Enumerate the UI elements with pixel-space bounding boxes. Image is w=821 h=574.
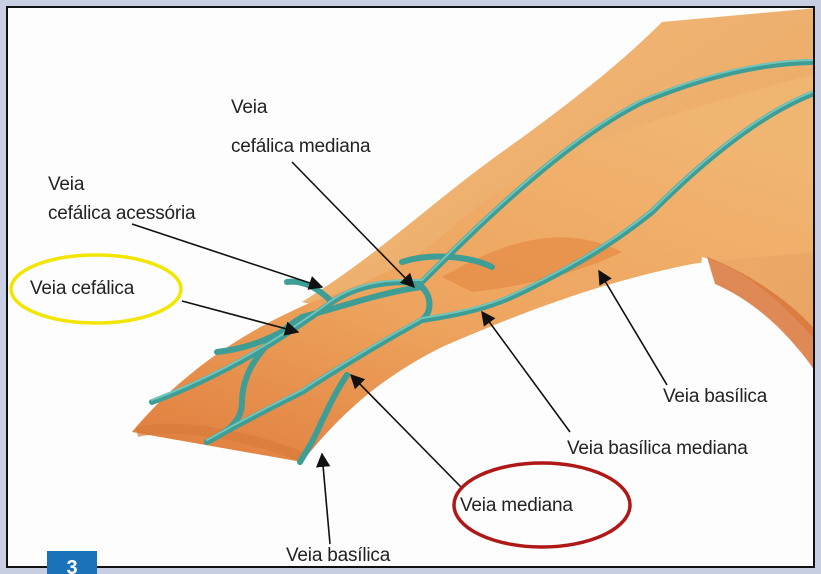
label-veia-cefalica-acessoria-2: cefálica acessória — [48, 203, 195, 225]
label-veia-basilica-right: Veia basílica — [663, 386, 767, 408]
label-veia-basilica-bottom: Veia basílica — [286, 545, 390, 567]
label-veia-cefalica-acessoria-1: Veia — [48, 174, 84, 196]
arrow-veia-basilica-mediana — [482, 312, 570, 432]
figure-number-badge: 3 — [47, 551, 97, 574]
arrow-veia-basilica-bottom — [322, 454, 330, 544]
arrow-veia-cefalica-acessoria — [132, 224, 322, 287]
label-veia-basilica-mediana: Veia basílica mediana — [567, 438, 748, 460]
label-veia-cefalica-mediana-2: cefálica mediana — [231, 136, 370, 158]
arrow-veia-mediana — [351, 375, 462, 488]
label-veia-cefalica-mediana-1: Veia — [231, 97, 267, 119]
label-veia-mediana: Veia mediana — [460, 495, 573, 517]
label-veia-cefalica: Veia cefálica — [30, 278, 134, 300]
figure-frame: Veia cefálica mediana Veia cefálica aces… — [6, 6, 815, 568]
arrow-veia-basilica-right — [599, 271, 667, 385]
